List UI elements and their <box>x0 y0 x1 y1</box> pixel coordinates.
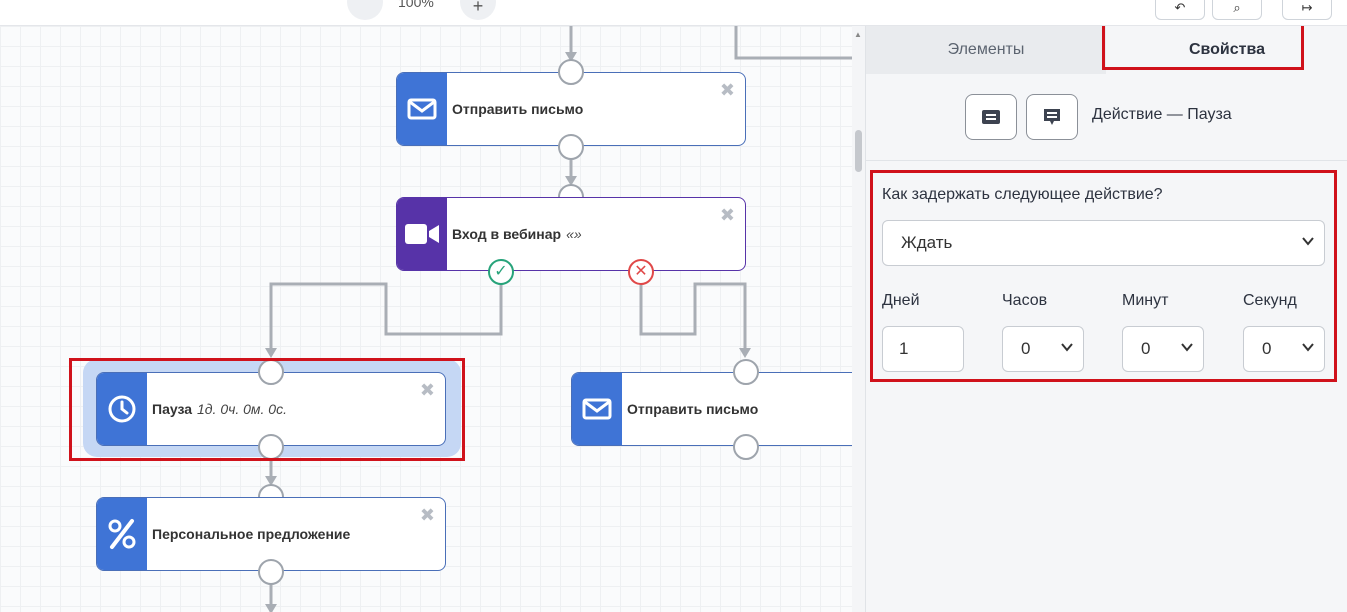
days-label: Дней <box>882 292 920 309</box>
zoom-in-button[interactable]: + <box>460 0 496 20</box>
minutes-label: Минут <box>1122 292 1169 309</box>
delay-question-label: Как задержать следующее действие? <box>882 186 1163 203</box>
failure-port-x-icon[interactable]: ✕ <box>628 259 654 285</box>
node-send-email-1[interactable]: Отправить письмо ✖ <box>396 72 746 146</box>
chevron-down-icon <box>1302 237 1314 246</box>
node-subtitle: 1д. 0ч. 0м. 0с. <box>197 401 287 417</box>
top-toolbar: 100% + ↶ ⌕ ↦ <box>0 0 1347 26</box>
connector-lines <box>265 26 852 612</box>
select-value: 0 <box>1141 339 1151 358</box>
action-name: Действие — Пауза <box>1092 106 1232 123</box>
scroll-up-icon[interactable]: ▲ <box>854 30 862 39</box>
node-webinar[interactable]: Вход в вебинар «» ✖ <box>396 197 746 271</box>
video-camera-icon <box>405 224 439 244</box>
flow-canvas[interactable]: Отправить письмо ✖ Вход в вебинар «» ✖ ✓… <box>0 26 852 612</box>
zoom-level: 100% <box>398 0 434 10</box>
clock-icon <box>108 395 136 423</box>
zoom-out-button[interactable] <box>347 0 383 20</box>
close-icon[interactable]: ✖ <box>419 380 435 400</box>
output-port[interactable] <box>258 559 284 585</box>
search-icon[interactable]: ⌕ <box>1212 0 1262 20</box>
node-title: Пауза <box>152 401 193 417</box>
percent-icon <box>108 519 136 549</box>
seconds-label: Секунд <box>1243 292 1297 309</box>
collapse-panel-icon[interactable]: ↦ <box>1282 0 1332 20</box>
note-button[interactable] <box>965 94 1017 140</box>
node-title: Вход в вебинар <box>452 226 562 242</box>
chevron-down-icon <box>1302 343 1314 352</box>
properties-panel: Элементы Свойства Действие — Пауза Как з… <box>865 26 1347 612</box>
input-port[interactable] <box>733 359 759 385</box>
select-value: 0 <box>1021 339 1031 358</box>
node-title: Отправить письмо <box>627 401 759 417</box>
close-icon[interactable]: ✖ <box>719 205 735 225</box>
delay-mode-select[interactable]: Ждать <box>882 220 1325 266</box>
tab-elements[interactable]: Элементы <box>866 26 1106 74</box>
tab-properties[interactable]: Свойства <box>1106 26 1347 74</box>
comment-button[interactable] <box>1026 94 1078 140</box>
highlight-pause-node <box>69 358 465 461</box>
output-port[interactable] <box>558 134 584 160</box>
seconds-select[interactable]: 0 <box>1243 326 1325 372</box>
chevron-down-icon <box>1061 343 1073 352</box>
output-port[interactable] <box>733 434 759 460</box>
highlight-delay-settings <box>870 170 1337 382</box>
envelope-icon <box>582 398 612 420</box>
input-port[interactable] <box>558 59 584 85</box>
hours-label: Часов <box>1002 292 1048 309</box>
panel-tabs: Элементы Свойства <box>866 26 1347 74</box>
scrollbar-thumb[interactable] <box>855 130 862 172</box>
select-value: Ждать <box>901 233 953 252</box>
close-icon[interactable]: ✖ <box>419 505 435 525</box>
chevron-down-icon <box>1181 343 1193 352</box>
divider <box>866 160 1347 161</box>
success-port-check-icon[interactable]: ✓ <box>488 259 514 285</box>
hours-select[interactable]: 0 <box>1002 326 1084 372</box>
node-personal-offer[interactable]: Персональное предложение ✖ <box>96 497 446 571</box>
close-icon[interactable]: ✖ <box>719 80 735 100</box>
node-subtitle: «» <box>566 226 582 242</box>
highlight-properties-tab <box>1102 22 1304 70</box>
undo-icon[interactable]: ↶ <box>1155 0 1205 20</box>
node-send-email-2[interactable]: Отправить письмо <box>571 372 852 446</box>
canvas-scrollbar[interactable]: ▲ <box>852 26 865 612</box>
days-input[interactable]: 1 <box>882 326 964 372</box>
node-title: Отправить письмо <box>452 101 584 117</box>
envelope-icon <box>407 98 437 120</box>
comment-icon <box>1044 109 1060 125</box>
note-icon <box>982 110 1000 124</box>
select-value: 0 <box>1262 339 1272 358</box>
minutes-select[interactable]: 0 <box>1122 326 1204 372</box>
node-title: Персональное предложение <box>152 526 351 542</box>
